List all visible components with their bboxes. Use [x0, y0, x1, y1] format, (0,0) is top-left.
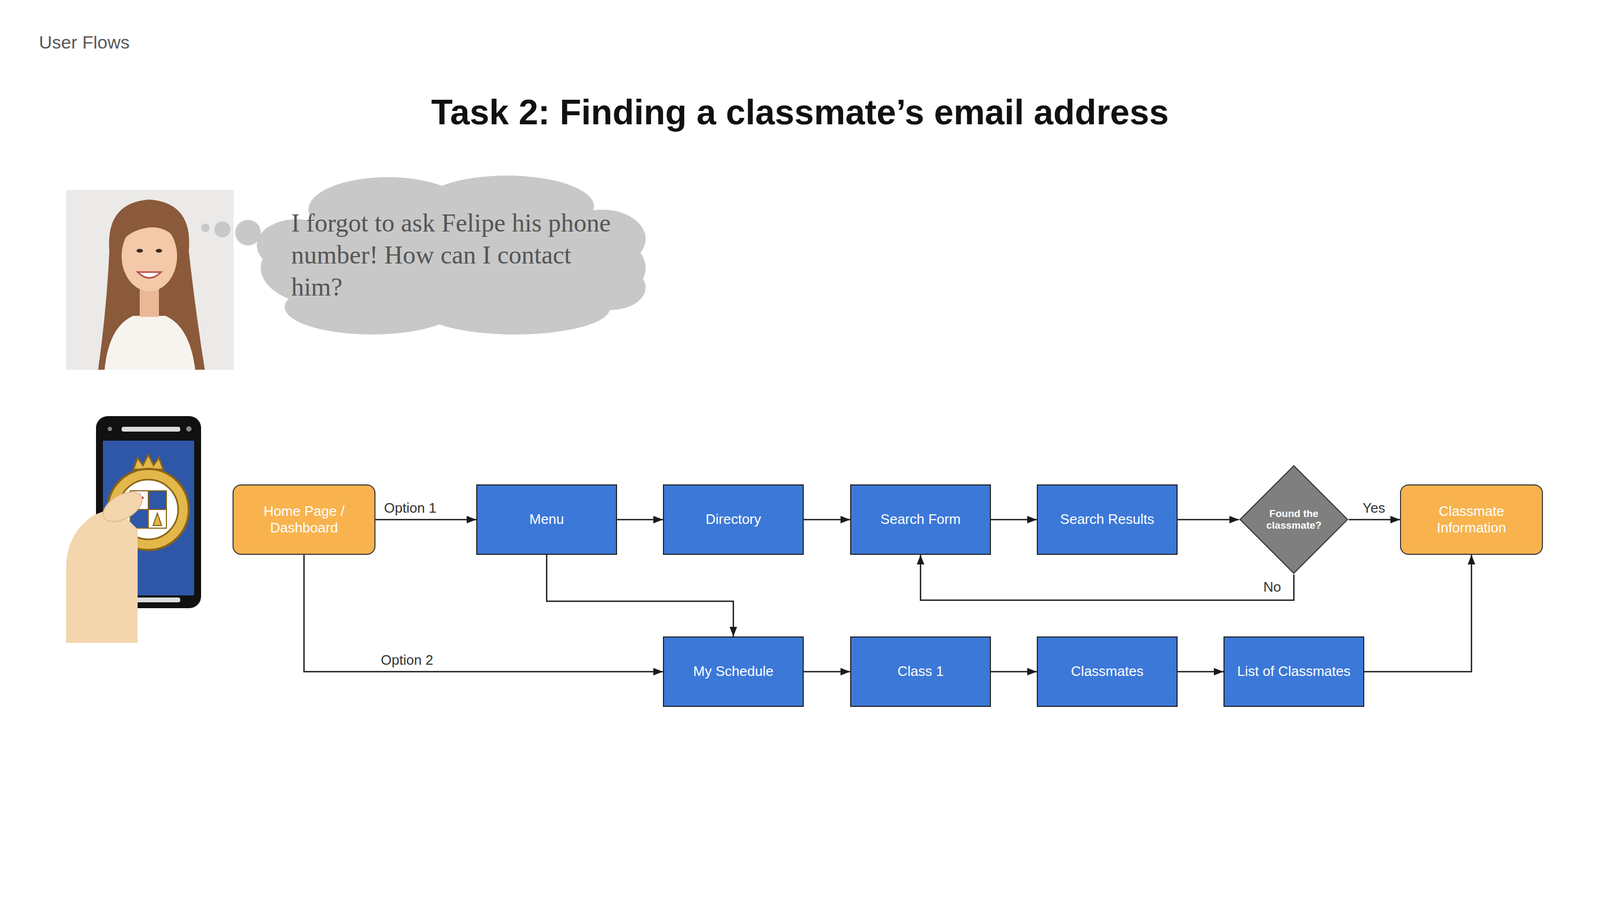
smile [137, 272, 162, 278]
thumb [98, 485, 147, 528]
eye [155, 249, 163, 253]
flow-arrow [375, 518, 477, 521]
hair-fringe [121, 215, 179, 244]
flow-arrow [1364, 554, 1472, 672]
edge-label: Yes [1360, 499, 1388, 517]
terminal-box: Classmate Information [1400, 484, 1543, 555]
process-box: Menu [476, 484, 618, 555]
flow-arrow [990, 518, 1037, 521]
process-box: Class 1 [850, 636, 991, 707]
phone-camera [107, 426, 112, 431]
box-label: Search Form [880, 510, 961, 528]
flow-arrow [1348, 518, 1400, 521]
page-title: Task 2: Finding a classmate’s email addr… [0, 91, 1600, 133]
flow-arrow [920, 554, 1294, 600]
flow-arrow [803, 518, 851, 521]
thought-cloud: I forgot to ask Felipe his phone number!… [252, 173, 650, 336]
thought-dot [201, 223, 210, 232]
edge-label: Option 2 [378, 651, 436, 669]
flow-arrow [803, 670, 851, 673]
photo-background [66, 189, 234, 370]
crest-crown [133, 454, 164, 470]
thought-dot [235, 219, 261, 246]
diamond-shape [1240, 465, 1348, 574]
crest-quarter [148, 490, 167, 510]
flow-arrow [990, 670, 1037, 673]
palm [66, 506, 138, 643]
flow-arrow [1177, 670, 1224, 673]
phone-camera [186, 426, 192, 432]
box-label: Search Results [1060, 510, 1155, 528]
cloud-lobe [574, 264, 646, 310]
box-label: Class 1 [897, 662, 944, 680]
thought-text: I forgot to ask Felipe his phone number!… [291, 206, 612, 303]
eye [136, 249, 143, 253]
flow-arrow [1177, 518, 1239, 521]
thought-dots [201, 219, 261, 246]
process-box: List of Classmates [1223, 636, 1365, 707]
flow-arrow [546, 554, 734, 637]
edge-label: Option 1 [381, 499, 439, 517]
process-box: Search Results [1036, 484, 1178, 555]
hair [98, 199, 205, 370]
box-label: Directory [705, 510, 762, 528]
box-label: List of Classmates [1237, 662, 1351, 680]
thought-dot [214, 221, 231, 238]
section-label: User Flows [38, 32, 130, 53]
decision-diamond: Found the classmate? [1238, 464, 1349, 575]
process-box: Classmates [1036, 636, 1178, 707]
crest-quarter [148, 509, 167, 528]
decision-label: Found the classmate? [1259, 507, 1328, 532]
flow-arrow [304, 554, 663, 672]
box-label: Home Page / Dashboard [241, 502, 367, 536]
box-label: Classmates [1070, 662, 1144, 680]
box-label: My Schedule [693, 662, 774, 680]
flow-arrow [617, 518, 663, 521]
crest-emblem [153, 513, 162, 526]
white-top [104, 315, 196, 370]
process-box: My Schedule [662, 636, 804, 707]
edge-label: No [1261, 578, 1284, 596]
terminal-box: Home Page / Dashboard [232, 484, 376, 555]
box-label: Classmate Information [1408, 502, 1535, 536]
hand [66, 485, 148, 643]
portrait-photo [66, 189, 234, 370]
process-box: Search Form [850, 484, 991, 555]
phone-speaker [121, 426, 181, 432]
process-box: Directory [662, 484, 804, 555]
box-label: Menu [529, 510, 564, 528]
